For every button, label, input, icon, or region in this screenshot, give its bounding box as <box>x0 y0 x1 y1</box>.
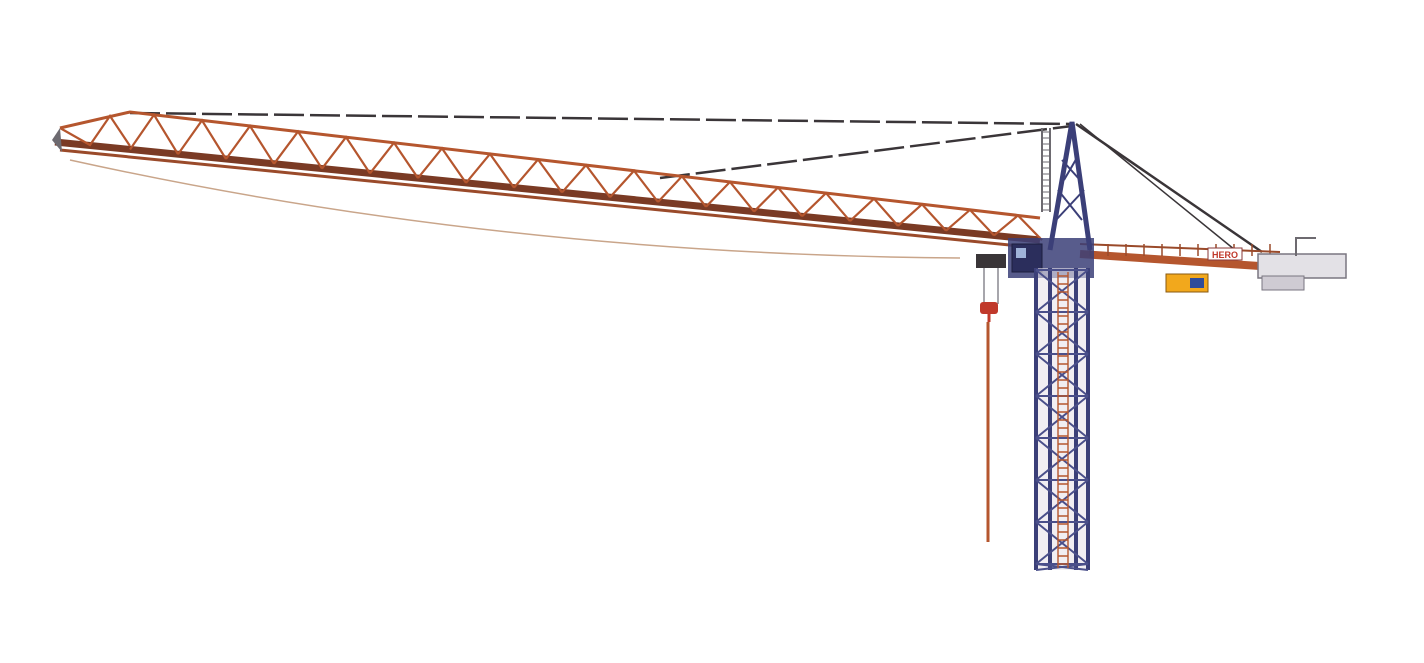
crane-jib <box>52 110 1043 250</box>
jib-tip <box>52 128 62 152</box>
mast-ladder <box>1057 272 1069 568</box>
tower-apex <box>1041 121 1093 251</box>
tower-mast <box>1034 268 1090 571</box>
mast-lacing <box>1035 269 1089 571</box>
jib-brand-sign <box>1207 247 1243 261</box>
jib-top-chord <box>59 110 1041 220</box>
hook-block <box>976 254 1006 542</box>
stay-cables <box>69 111 1263 259</box>
counterweight-block <box>1257 253 1347 279</box>
jib-brand-text: HERO <box>1212 250 1238 260</box>
jib-lower-rail <box>59 148 1041 250</box>
hook-sheave <box>980 302 998 314</box>
counterweight-mast <box>1295 237 1316 256</box>
jib-bottom-chord <box>54 138 1041 244</box>
yellow-plate <box>1165 273 1209 293</box>
counterweight-base <box>1261 275 1305 291</box>
jib-lacing <box>59 112 1043 241</box>
